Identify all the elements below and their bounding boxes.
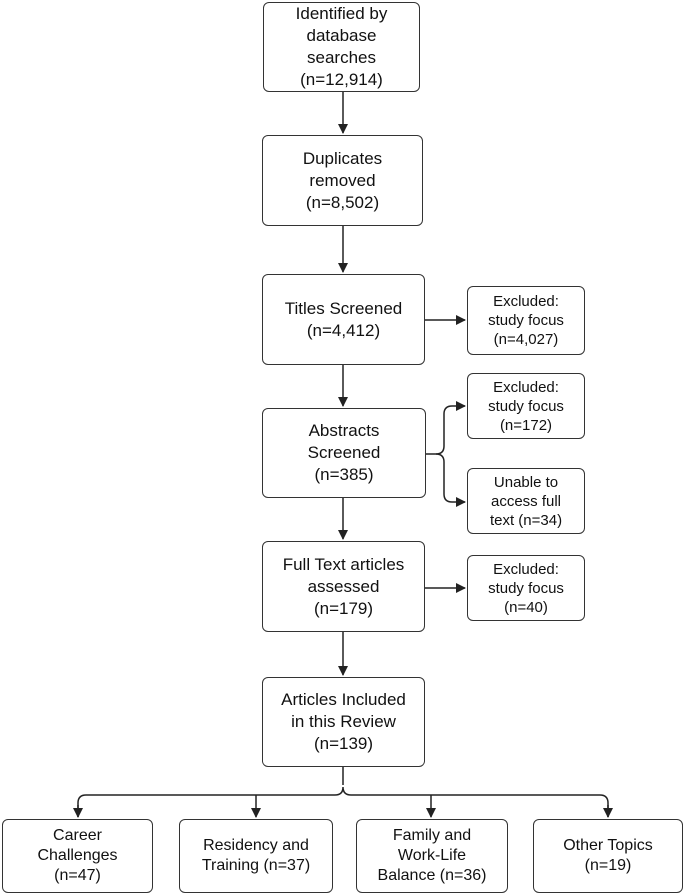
unavailable-line-2: access full — [490, 492, 562, 510]
residency-line-2: Training (n=37) — [201, 857, 311, 874]
titles-excluded-count: (n=4,027) — [493, 331, 559, 348]
career-line-1: Career — [53, 827, 102, 844]
titles-excluded-line-2: study focus — [488, 312, 564, 329]
abstracts-unavailable-box: Unable to access full text (n=34) — [467, 468, 585, 534]
abstracts-excluded-count: (n=172) — [499, 416, 553, 434]
residency-line-1: Residency and — [203, 837, 309, 854]
titles-count: (n=4,412) — [306, 320, 381, 340]
included-line-2: in this Review — [291, 712, 396, 731]
titles-screened-box: Titles Screened (n=4,412) — [262, 274, 425, 365]
family-line-2: Work-Life — [397, 847, 467, 864]
included-line-1: Articles Included — [281, 690, 406, 709]
category-career-challenges: Career Challenges (n=47) — [2, 819, 153, 893]
identified-line-2: database — [306, 26, 377, 45]
abstracts-excluded-line-2: study focus — [488, 397, 564, 415]
abstracts-line-1: Abstracts — [308, 421, 380, 440]
duplicates-box: Duplicates removed (n=8,502) — [262, 135, 423, 226]
family-line-3: Balance (n=36) — [377, 867, 487, 884]
unavailable-line-3: text (n=34) — [489, 511, 563, 529]
articles-included-box: Articles Included in this Review (n=139) — [262, 677, 425, 767]
brace-abstracts-exclusions — [426, 401, 466, 455]
identified-line-1: Identified by — [295, 4, 388, 23]
identified-line-3: searches — [307, 48, 376, 67]
fulltext-excluded-box: Excluded: study focus (n=40) — [467, 555, 585, 621]
included-count: (n=139) — [313, 734, 374, 753]
abstracts-excluded-box: Excluded: study focus (n=172) — [467, 373, 585, 439]
fulltext-excluded-count: (n=40) — [504, 598, 548, 616]
titles-excluded-line-1: Excluded: — [493, 293, 559, 310]
category-other-topics: Other Topics (n=19) — [533, 819, 683, 893]
identified-box: Identified by database searches (n=12,91… — [263, 2, 420, 92]
category-residency-training: Residency and Training (n=37) — [179, 819, 333, 893]
duplicates-line-1: Duplicates — [302, 148, 383, 168]
titles-excluded-box: Excluded: study focus (n=4,027) — [467, 286, 585, 355]
fulltext-assessed-box: Full Text articles assessed (n=179) — [262, 541, 425, 632]
career-line-2: Challenges — [37, 847, 118, 864]
identified-count: (n=12,914) — [300, 70, 383, 89]
duplicates-line-2: removed — [309, 170, 376, 190]
career-count: (n=47) — [54, 867, 101, 884]
fulltext-count: (n=179) — [313, 598, 374, 618]
family-line-1: Family and — [392, 827, 472, 844]
other-line-1: Other Topics — [563, 837, 653, 854]
abstracts-excluded-line-1: Excluded: — [493, 378, 559, 396]
titles-line-1: Titles Screened — [284, 298, 403, 318]
abstracts-line-2: Screened — [307, 443, 381, 462]
abstracts-count: (n=385) — [314, 465, 374, 484]
fulltext-line-2: assessed — [307, 576, 380, 596]
fulltext-excluded-line-2: study focus — [488, 579, 564, 597]
abstracts-screened-box: Abstracts Screened (n=385) — [262, 408, 426, 498]
other-count: (n=19) — [584, 857, 632, 874]
unavailable-line-1: Unable to — [493, 473, 559, 491]
branch-bracket — [77, 786, 609, 817]
fulltext-line-1: Full Text articles — [282, 554, 405, 574]
duplicates-count: (n=8,502) — [305, 192, 380, 212]
fulltext-excluded-line-1: Excluded: — [493, 560, 559, 578]
category-family-work-life: Family and Work-Life Balance (n=36) — [356, 819, 508, 893]
